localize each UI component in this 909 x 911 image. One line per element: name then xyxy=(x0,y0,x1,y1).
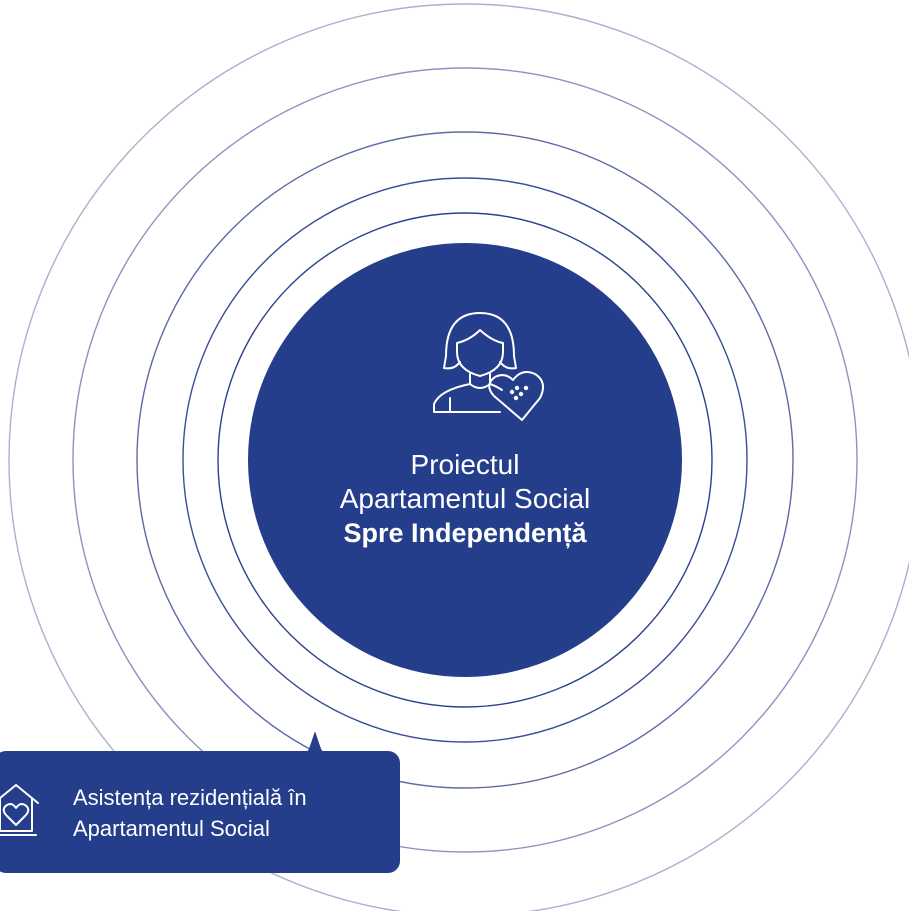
center-title: Proiectul Apartamentul Social Spre Indep… xyxy=(250,448,680,550)
ring-2 xyxy=(72,67,858,853)
center-title-line1: Proiectul xyxy=(410,449,520,480)
ring-4 xyxy=(182,177,748,743)
home-heart-icon xyxy=(0,784,39,836)
callout-pointer xyxy=(296,732,334,758)
woman-heart-icon xyxy=(433,312,545,421)
callout-line2: Apartamentul Social xyxy=(73,816,270,841)
callout-box: Asistența rezidențială în Apartamentul S… xyxy=(0,751,400,873)
center-disc xyxy=(248,243,682,677)
callout-text: Asistența rezidențială în Apartamentul S… xyxy=(73,782,307,844)
ring-5 xyxy=(217,212,713,708)
ring-3 xyxy=(136,131,794,789)
center-title-bold: Spre Independență xyxy=(343,518,587,548)
callout-line1: Asistența rezidențială în xyxy=(73,785,307,810)
ring-1 xyxy=(8,3,909,911)
center-title-line2: Apartamentul Social xyxy=(339,483,591,514)
